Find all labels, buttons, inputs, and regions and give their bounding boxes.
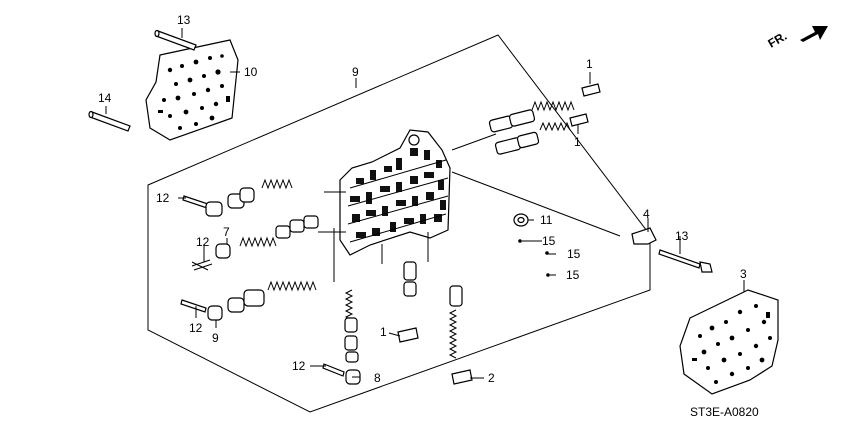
spring-bottom-3[interactable]: [448, 309, 458, 359]
valve-spool-bottom-3[interactable]: [449, 285, 463, 307]
leader-lines: [105, 28, 745, 379]
callout-13-lower: 14: [98, 91, 112, 105]
callout-8: 8: [374, 371, 381, 385]
seat-top-1[interactable]: [581, 83, 601, 97]
spring-left-2[interactable]: [239, 236, 277, 248]
seat-1-bottom[interactable]: [397, 327, 419, 343]
callout-15-b: 15: [567, 247, 581, 261]
callout-10: 11: [540, 213, 553, 227]
ball-15-c[interactable]: [546, 273, 550, 277]
pin-upper[interactable]: [154, 29, 197, 51]
valve-spool-bottom-1[interactable]: [344, 317, 359, 363]
callout-1-mid: 1: [574, 135, 581, 149]
seat-top-2[interactable]: [569, 113, 589, 127]
bolt-14[interactable]: [658, 249, 713, 273]
diagram-code: ST3E-A0820: [690, 405, 759, 419]
pin-12-bottom[interactable]: [322, 363, 345, 377]
direction-label: FR.: [766, 29, 790, 51]
callout-1-bottom: 1: [380, 325, 387, 339]
pin-12-upper[interactable]: [182, 195, 209, 209]
callout-4: 4: [643, 207, 650, 221]
callout-15-c: 15: [566, 268, 580, 282]
callout-12-bottom: 12: [292, 359, 306, 373]
callout-13-upper: 13: [177, 13, 191, 27]
callout-7: 10: [244, 65, 258, 79]
spring-left-1[interactable]: [261, 178, 293, 190]
valve-spool-left-1[interactable]: [205, 187, 255, 217]
valve-spool-left-2[interactable]: [275, 215, 319, 239]
callout-5: 7: [223, 225, 230, 239]
pin-lower[interactable]: [88, 110, 131, 132]
callout-14: 13: [675, 229, 689, 243]
separator-plate-lower[interactable]: [679, 289, 779, 395]
callout-11: 12: [196, 235, 210, 249]
callout-3: 3: [740, 267, 747, 281]
spring-top-2[interactable]: [539, 121, 571, 132]
front-direction-arrow: FR.: [766, 26, 828, 51]
callout-15-a: 15: [542, 234, 556, 248]
callout-9: 9: [212, 331, 219, 345]
seat-2-bottom[interactable]: [451, 369, 473, 385]
callouts: 13 14 10 9 1 1 12 12 7 11 15 15 15 4 13 …: [98, 13, 747, 385]
spool-top-1[interactable]: [488, 109, 536, 133]
spring-top-1[interactable]: [531, 100, 575, 112]
assembly-boundary: [147, 34, 651, 413]
spring-bottom-1[interactable]: [344, 289, 354, 321]
spring-left-3[interactable]: [267, 280, 317, 292]
callout-12-upper: 12: [156, 191, 170, 205]
callout-1-top: 1: [586, 57, 593, 71]
clip-11[interactable]: [191, 259, 213, 271]
ball-15-a[interactable]: [518, 239, 522, 243]
callout-12-lower: 12: [189, 321, 203, 335]
callout-2: 2: [488, 371, 495, 385]
nut-10[interactable]: [513, 213, 529, 227]
cap-5[interactable]: [215, 243, 231, 259]
callout-6: 9: [352, 65, 359, 79]
ball-15-b[interactable]: [545, 251, 549, 255]
valve-body[interactable]: [339, 129, 451, 256]
valve-spool-bottom-2[interactable]: [403, 261, 417, 297]
valve-spool-left-3[interactable]: [207, 289, 265, 321]
spool-top-2[interactable]: [494, 131, 540, 155]
pin-12-lower[interactable]: [180, 299, 207, 313]
bracket-4[interactable]: [631, 227, 657, 245]
separator-plate-upper[interactable]: [145, 39, 239, 141]
